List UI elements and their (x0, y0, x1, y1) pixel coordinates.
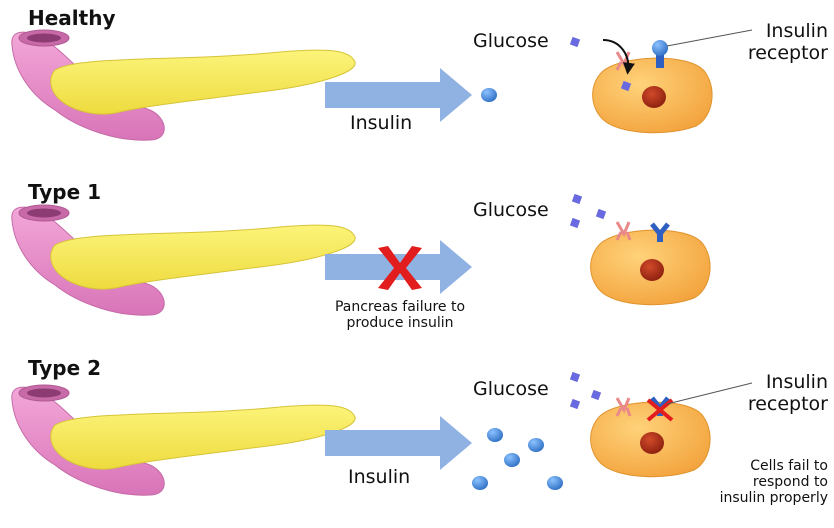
receptor-label-healthy-line2: receptor (747, 42, 828, 64)
pancreas-healthy (11, 29, 356, 141)
receptor-label-type2-line1: Insulin (765, 371, 828, 393)
failure-label-line1: Pancreas failure to (334, 299, 466, 315)
glucose-label-type1: Glucose (473, 199, 549, 221)
pancreas-type2 (11, 384, 356, 496)
row-title-type2: Type 2 (28, 356, 102, 380)
arrow-type2 (325, 416, 472, 470)
glucose-label-type2: Glucose (473, 378, 549, 400)
glucose-entry-arrow (602, 39, 635, 75)
receptor-label-healthy-line1: Insulin (765, 20, 828, 42)
cell-healthy (592, 57, 713, 134)
insulin-molecules (472, 88, 563, 490)
row-title-type1: Type 1 (28, 180, 102, 204)
glucose-label-healthy: Glucose (473, 30, 549, 52)
failure-label: Pancreas failure to produce insulin (300, 299, 500, 331)
insulin-label-healthy: Insulin (350, 112, 413, 134)
glucose-molecules (569, 36, 632, 410)
receptor-pointer-healthy (666, 29, 753, 47)
glucose-transporter-type2 (615, 397, 632, 417)
arrow-healthy (325, 68, 472, 122)
cell-type1 (590, 229, 711, 306)
cells-fail-label-line3: insulin properly (719, 490, 828, 506)
receptor-label-healthy: Insulin receptor (738, 20, 828, 64)
insulin-label-type2: Insulin (348, 466, 411, 488)
receptor-label-type2-line2: receptor (747, 393, 828, 415)
receptor-pointer-type2 (666, 382, 753, 405)
glucose-transporter-type1 (615, 221, 632, 241)
cross-icon (378, 246, 422, 290)
receptor-label-type2: Insulin receptor (738, 371, 828, 415)
cells-fail-label-line2: respond to (752, 474, 828, 490)
cells-fail-label: Cells fail to respond to insulin properl… (700, 458, 828, 506)
insulin-receptor-type1 (650, 222, 670, 242)
cell-type2 (590, 401, 711, 478)
insulin-receptor-healthy (652, 40, 668, 68)
cells-fail-label-line1: Cells fail to (750, 458, 828, 474)
row-title-healthy: Healthy (28, 6, 116, 30)
failure-label-line2: produce insulin (346, 315, 454, 331)
pancreas-type1 (11, 204, 356, 316)
